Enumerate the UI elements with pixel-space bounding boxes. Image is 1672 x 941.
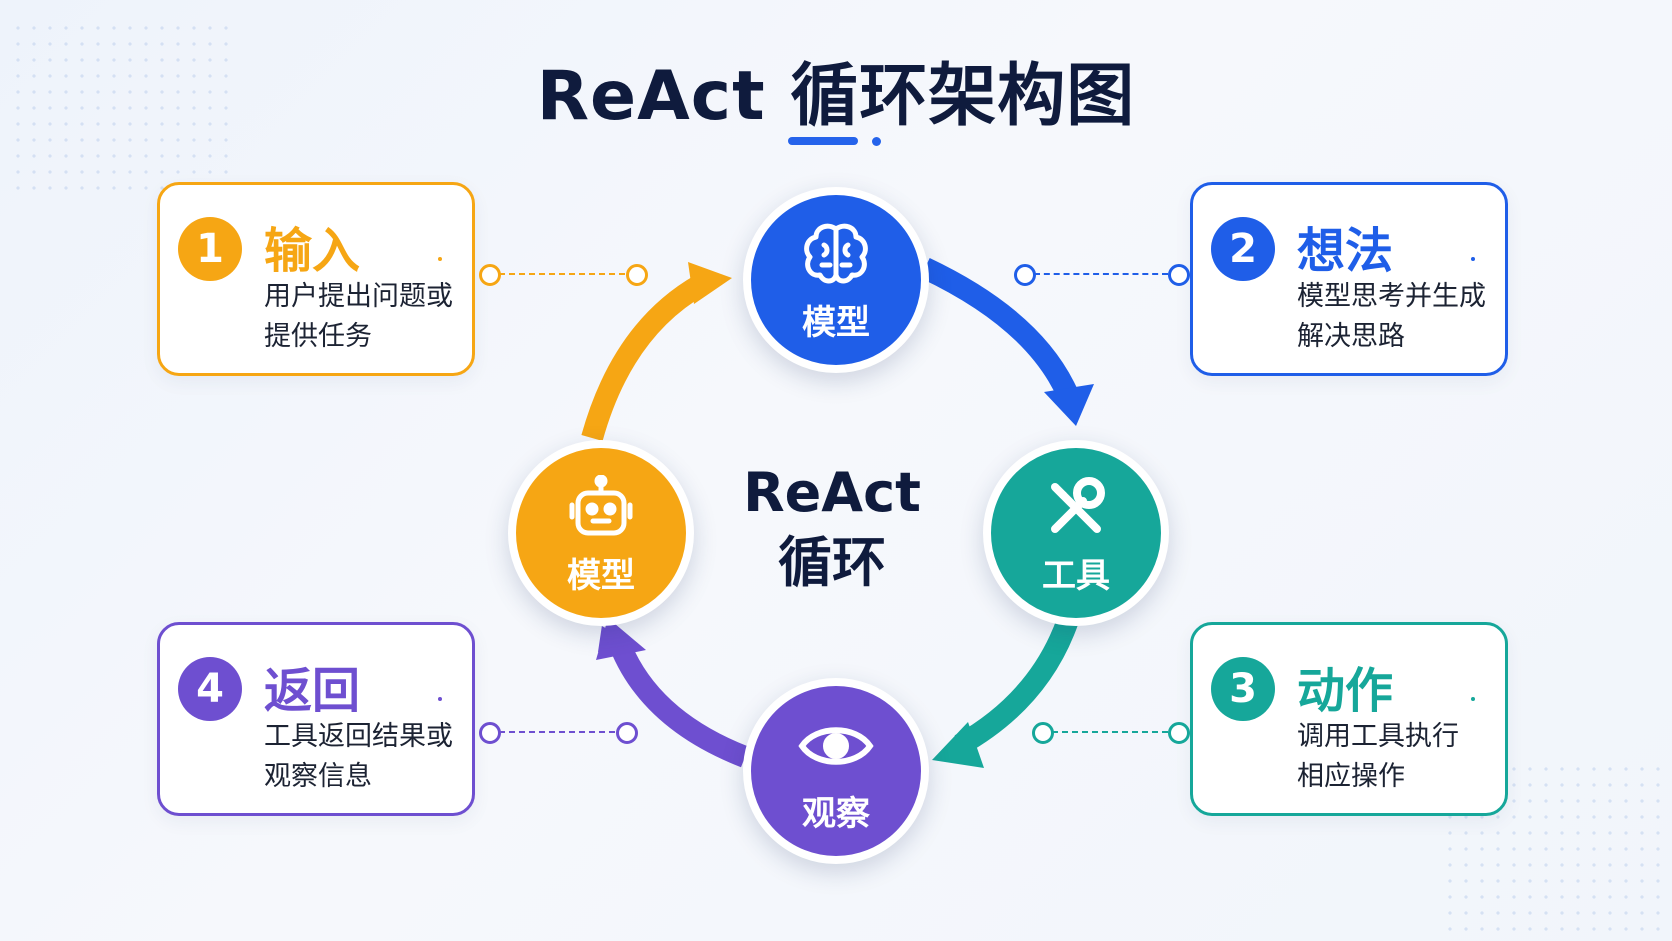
connector-ring — [1168, 722, 1190, 744]
connector-ring — [616, 722, 638, 744]
card-title: 返回 — [264, 663, 361, 719]
step-number: 2 — [1211, 217, 1275, 281]
node-label: 工具 — [1042, 555, 1110, 596]
card-thought: 2 想法 模型思考并生成 解决思路 — [1190, 182, 1508, 376]
desc-line: 解决思路 — [1297, 321, 1405, 352]
connector-ring — [626, 264, 648, 286]
arrow-head-purple-b — [596, 618, 646, 660]
card-title: 动作 — [1297, 663, 1394, 719]
desc-line: 模型思考并生成 — [1297, 281, 1486, 312]
connector-ring — [479, 722, 501, 744]
node-model-top: 模型 — [743, 187, 929, 373]
connector-ring — [1014, 264, 1036, 286]
center-label: ReAct 循环 — [712, 458, 952, 598]
card-description: 工具返回结果或 观察信息 — [264, 717, 464, 797]
connector-ring — [1168, 264, 1190, 286]
connector-line — [1052, 731, 1168, 735]
arrow-head-blue — [1044, 384, 1094, 426]
arrow-head-teal — [932, 722, 984, 768]
card-description: 用户提出问题或 提供任务 — [264, 277, 464, 357]
desc-line: 用户提出问题或 — [264, 281, 453, 312]
page-title: ReAct 循环架构图 — [536, 57, 1136, 136]
decor-dot — [1471, 257, 1475, 261]
arrow-tool-to-observe — [954, 616, 1079, 755]
arrow-model-to-tool — [920, 258, 1079, 400]
title-underline — [788, 137, 858, 145]
eye-icon — [798, 708, 874, 784]
step-number: 1 — [178, 217, 242, 281]
card-input: 1 输入 用户提出问题或 提供任务 — [157, 182, 475, 376]
desc-line: 工具返回结果或 — [264, 721, 453, 752]
arrow-observe-to-model — [609, 640, 750, 768]
connector-ring — [1032, 722, 1054, 744]
title-underline-dot — [872, 137, 881, 146]
card-title: 想法 — [1297, 223, 1394, 279]
brain-icon — [798, 217, 874, 293]
background-dots — [10, 20, 230, 200]
node-observe: 观察 — [743, 678, 929, 864]
node-label: 模型 — [802, 302, 870, 343]
center-label-line1: ReAct — [743, 461, 921, 524]
node-label: 观察 — [802, 793, 870, 834]
connector-line — [499, 273, 625, 277]
node-tool: 工具 — [983, 440, 1169, 626]
card-description: 调用工具执行 相应操作 — [1297, 717, 1497, 797]
desc-line: 观察信息 — [264, 761, 372, 792]
connector-line — [1034, 273, 1168, 277]
step-number: 4 — [178, 657, 242, 721]
step-number: 3 — [1211, 657, 1275, 721]
arrow-model-to-top — [581, 275, 706, 441]
arrow-head-orange — [688, 262, 732, 304]
robot-icon — [563, 470, 639, 546]
card-action: 3 动作 调用工具执行 相应操作 — [1190, 622, 1508, 816]
connector-line — [499, 731, 625, 735]
card-description: 模型思考并生成 解决思路 — [1297, 277, 1497, 357]
desc-line: 调用工具执行 — [1297, 721, 1459, 752]
decor-dot — [438, 697, 442, 701]
tools-icon — [1038, 470, 1114, 546]
desc-line: 提供任务 — [264, 321, 372, 352]
node-model-left: 模型 — [508, 440, 694, 626]
decor-dot — [438, 257, 442, 261]
card-return: 4 返回 工具返回结果或 观察信息 — [157, 622, 475, 816]
decor-dot — [1471, 697, 1475, 701]
node-label: 模型 — [567, 555, 635, 596]
center-label-line2: 循环 — [778, 531, 886, 594]
desc-line: 相应操作 — [1297, 761, 1405, 792]
connector-ring — [479, 264, 501, 286]
card-title: 输入 — [264, 223, 361, 279]
